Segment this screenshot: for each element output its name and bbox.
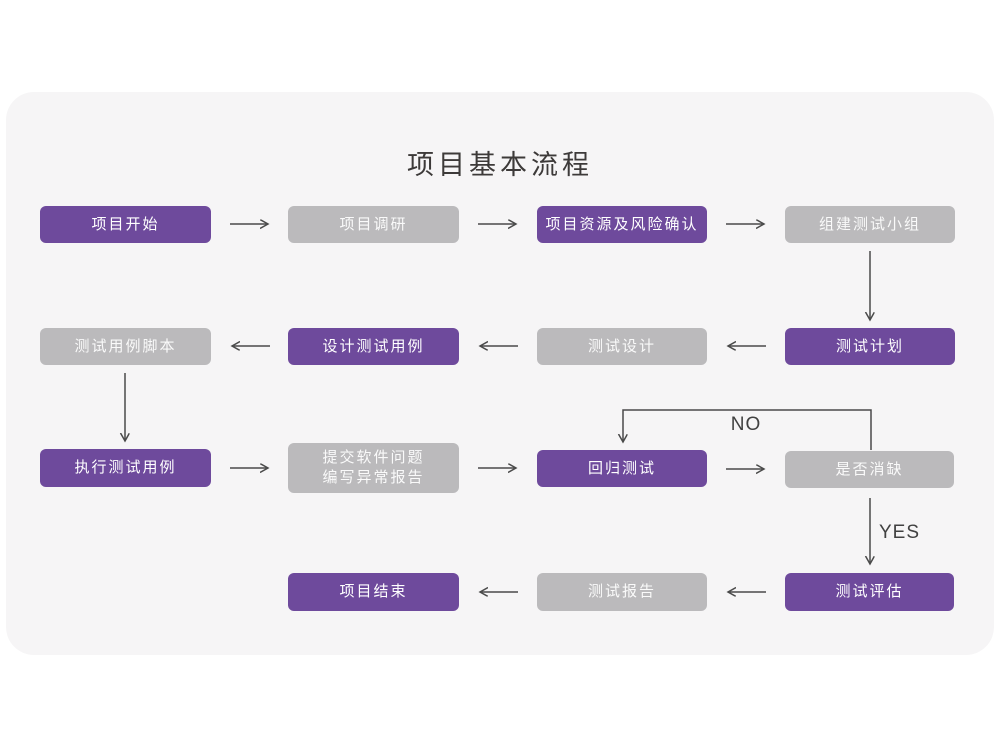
- node-project-end: 项目结束: [288, 573, 459, 611]
- node-test-report: 测试报告: [537, 573, 707, 611]
- node-test-plan: 测试计划: [785, 328, 955, 365]
- node-project-start: 项目开始: [40, 206, 211, 243]
- node-execute-test-cases: 执行测试用例: [40, 449, 211, 487]
- node-test-design: 测试设计: [537, 328, 707, 365]
- node-project-research: 项目调研: [288, 206, 459, 243]
- node-design-test-cases: 设计测试用例: [288, 328, 459, 365]
- node-test-case-script: 测试用例脚本: [40, 328, 211, 365]
- node-build-test-team: 组建测试小组: [785, 206, 955, 243]
- node-test-evaluation: 测试评估: [785, 573, 954, 611]
- no-branch-label: NO: [730, 414, 762, 435]
- yes-branch-label: YES: [879, 522, 921, 543]
- node-regression-test: 回归测试: [537, 450, 707, 487]
- flowchart-card-background: [6, 92, 994, 655]
- page-title: 项目基本流程: [407, 150, 593, 180]
- node-submit-issues-report: 提交软件问题 编写异常报告: [288, 443, 459, 493]
- node-defect-cleared: 是否消缺: [785, 451, 954, 488]
- node-resources-risk-confirm: 项目资源及风险确认: [537, 206, 707, 243]
